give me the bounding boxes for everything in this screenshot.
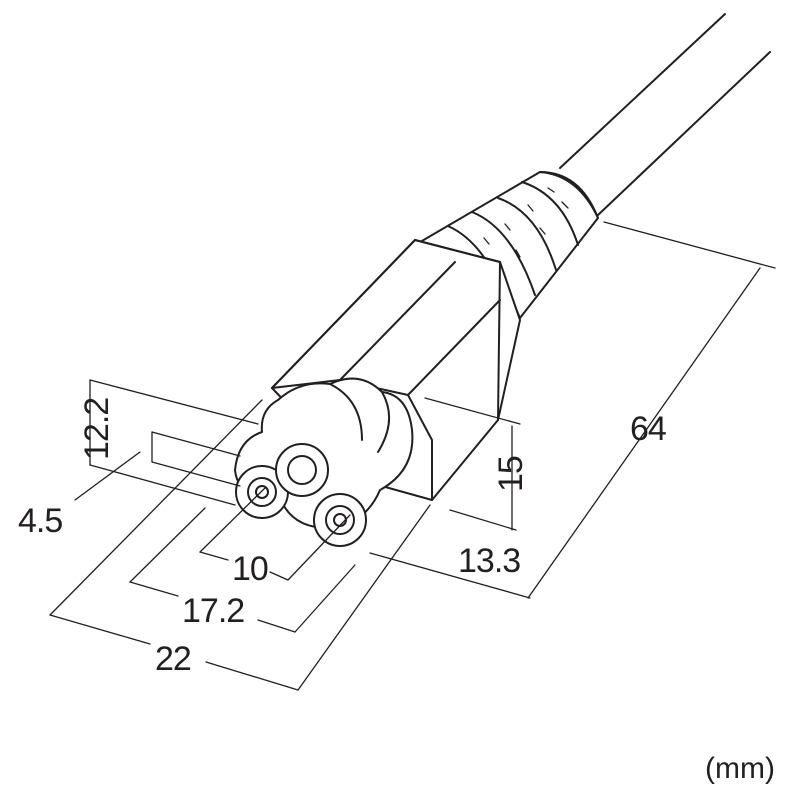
dim-17-2-label: 17.2 [182,592,244,630]
dim-64-label: 64 [630,410,666,448]
dim-4-5-label: 4.5 [18,502,62,540]
dimension-labels: 64 15 13.3 12.2 4.5 10 17.2 22 (mm) [18,398,775,785]
connector-face [234,377,414,547]
dim-12-2-label: 12.2 [78,398,116,460]
strain-relief-boot [414,171,599,319]
unit-label: (mm) [705,752,775,785]
dim-10-label: 10 [232,550,268,588]
pin-live [275,443,329,497]
dimension-lines [49,221,776,691]
dim-22-label: 22 [155,640,191,678]
pin-neutral [313,493,367,547]
dim-15-label: 15 [492,456,530,492]
dim-13-3-label: 13.3 [458,542,520,580]
cable [559,13,771,216]
